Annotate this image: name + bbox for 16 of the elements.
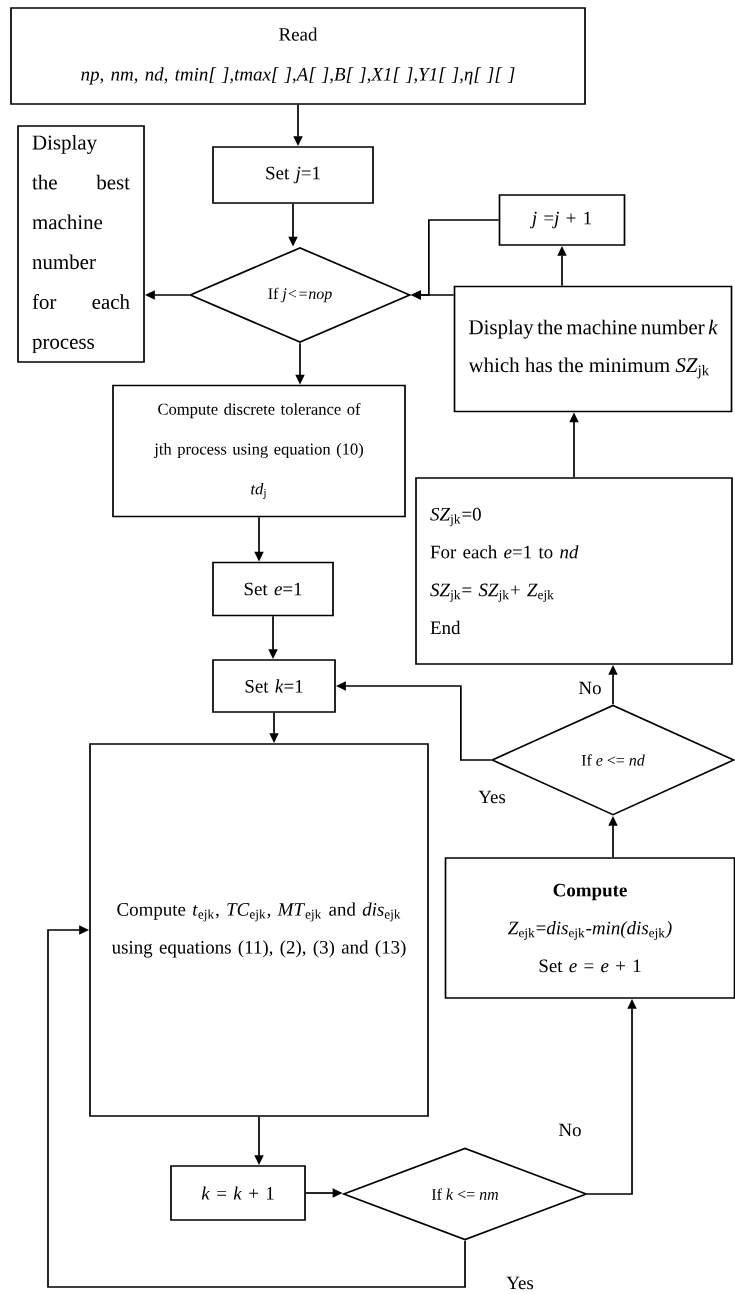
edge-label: Yes bbox=[504, 1274, 536, 1292]
process-box: SZ$_{jk}$=0 For each e=1 to nd SZ$_{jk}$= SZ$_{jk}$+ Z$_{ejk}$ End bbox=[415, 477, 733, 665]
process-box: k = k + 1 bbox=[170, 1165, 306, 1221]
edge-label: No bbox=[556, 1121, 584, 1139]
process-box: j =j + 1 bbox=[498, 194, 626, 246]
process-box: Compute Z$_{ejk}$=dis$_{ejk}$-min(dis$_{ejk}$) Set e = e + 1 bbox=[444, 857, 735, 999]
edge-label: No bbox=[576, 679, 604, 697]
process-box: Compute t$_{ejk}$, TC$_{ejk}$, MT$_{ejk}$ and dis$_{ejk}$ using equations (11), (2), (3) and (13) bbox=[89, 743, 429, 1117]
process-box: Display the best machine number for each process bbox=[17, 125, 145, 363]
process-box: Read np, nm, nd, tmin[ ],tmax[ ],A[ ],B[ ],X1[ ],Y1[ ],η[ ][ ] bbox=[10, 7, 586, 105]
process-box: Set k=1 bbox=[212, 659, 336, 713]
process-box: Set j=1 bbox=[212, 146, 374, 204]
process-box: Set e=1 bbox=[212, 561, 334, 617]
arrow bbox=[47, 925, 466, 1288]
process-box: Compute discrete tolerance of jth process using equation (10) td$_{j}$ bbox=[112, 384, 406, 518]
process-box: Display the machine number k which has the minimum SZ$_{jk}$ bbox=[453, 285, 733, 413]
